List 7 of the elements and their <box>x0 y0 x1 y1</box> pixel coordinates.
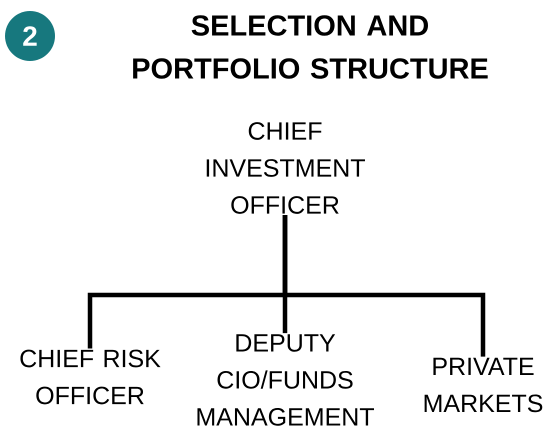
number-badge: 2 <box>5 11 55 61</box>
role-label: PRIVATE MARKETS <box>424 358 542 412</box>
connector-line <box>282 215 486 357</box>
role-label: DEPUTY CIO/FUNDS MANAGEMENT <box>197 334 374 426</box>
role-label: CHIEF INVESTMENT OFFICER <box>206 122 365 214</box>
title: SELECTION AND PORTFOLIO STRUCTURE <box>133 15 488 79</box>
role-label: CHIEF RISK OFFICER <box>20 350 161 404</box>
